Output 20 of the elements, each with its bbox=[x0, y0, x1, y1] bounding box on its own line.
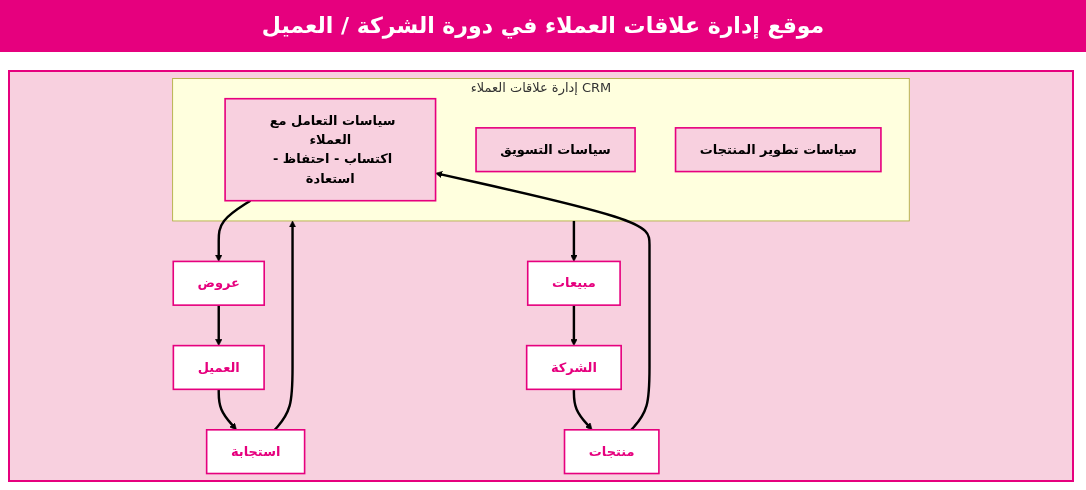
arrow bbox=[570, 220, 578, 262]
arrow bbox=[217, 389, 237, 431]
node-box bbox=[526, 260, 621, 306]
arrow bbox=[570, 305, 578, 346]
node-box bbox=[224, 97, 437, 202]
node-box bbox=[172, 344, 265, 391]
node-box bbox=[172, 260, 266, 306]
arrow bbox=[273, 220, 297, 431]
arrow bbox=[435, 171, 651, 431]
node-box bbox=[525, 344, 622, 391]
node-box bbox=[475, 127, 636, 173]
node-box bbox=[205, 429, 306, 475]
node-box bbox=[563, 429, 660, 475]
arrow bbox=[215, 199, 252, 262]
title: موقع إدارة علاقات العملاء في دورة الشركة / العميل bbox=[0, 0, 1086, 52]
arrow bbox=[215, 305, 223, 346]
arrow bbox=[572, 389, 593, 431]
cluster bbox=[172, 78, 910, 222]
diagram-background: إدارة علاقات العملاء CRM سياسات التعامل مع العملاء اكتساب - احتفاظ - استعادة سياسات التسويق سياسات تطوير المنتجات منتجات عروض الشركة العميل مبيعات استجابة bbox=[8, 70, 1074, 482]
node-box bbox=[674, 127, 882, 173]
